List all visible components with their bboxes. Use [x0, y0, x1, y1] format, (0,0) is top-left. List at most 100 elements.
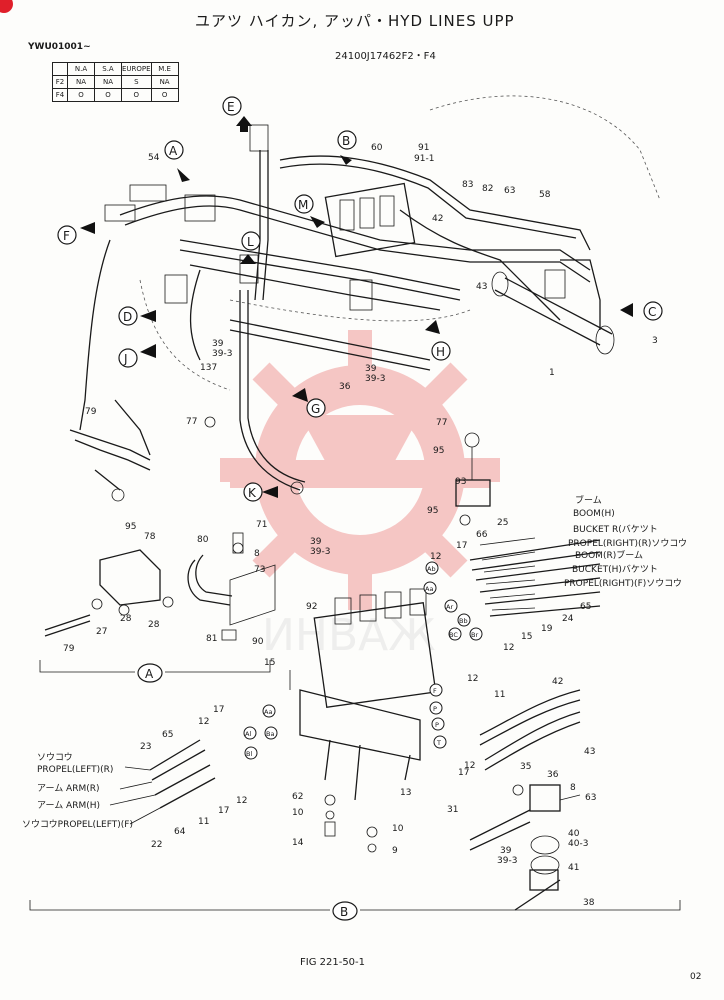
- part-number: 62: [292, 792, 303, 802]
- port-ba: Ba: [264, 726, 278, 740]
- svg-text:P: P: [435, 721, 439, 729]
- callout-label: ソウコウPROPEL(LEFT)(F): [22, 819, 133, 830]
- svg-text:Aa: Aa: [264, 708, 272, 716]
- pilot-hose-assembly: [69, 239, 151, 502]
- view-marker-j: J: [118, 348, 138, 368]
- svg-text:G: G: [311, 402, 320, 416]
- part-number: 36: [547, 770, 559, 780]
- table-header-row: N.A S.A EUROPE M.E: [52, 62, 179, 76]
- part-number: 15: [264, 658, 275, 668]
- part-number: 9: [392, 846, 398, 856]
- part-number: 58: [539, 190, 551, 200]
- part-number: 28: [120, 614, 132, 624]
- detail-a-bracket: [39, 660, 135, 673]
- table-cell: O: [94, 88, 122, 102]
- svg-text:Bb: Bb: [459, 617, 468, 625]
- part-number: 42: [552, 677, 563, 687]
- detail-marker-a: A: [137, 663, 163, 683]
- table-cell: O: [150, 88, 179, 102]
- main-control-valve-92: [289, 588, 437, 801]
- part-number: 17: [458, 768, 469, 778]
- part-number: 91-1: [414, 154, 434, 164]
- part-number: 39-3: [212, 349, 232, 359]
- svg-text:ИНВАЖ: ИНВАЖ: [262, 610, 436, 661]
- part-number: 12: [464, 761, 475, 771]
- port-bb: Bb: [457, 613, 471, 627]
- svg-text:A: A: [169, 144, 178, 158]
- part-number: 60: [371, 143, 383, 153]
- svg-text:L: L: [247, 235, 254, 249]
- part-number: 137: [200, 363, 217, 373]
- svg-text:J: J: [123, 352, 128, 366]
- svg-text:F: F: [63, 229, 70, 243]
- port-bc: BC: [448, 627, 462, 641]
- part-number: 35: [520, 762, 531, 772]
- callout-leaders: [109, 537, 536, 825]
- port-aa-lower: Aa: [262, 704, 276, 718]
- part-number: 24: [562, 614, 574, 624]
- view-marker-k: K: [243, 482, 263, 502]
- part-number: 14: [292, 838, 304, 848]
- part-number: 39-3: [310, 547, 330, 557]
- detail-a-bracket: [165, 660, 271, 673]
- callout-label: アーム ARM(H): [37, 800, 100, 811]
- callouts-left: ソウコウ PROPEL(LEFT)(R) アーム ARM(R) アーム ARM(…: [22, 752, 133, 830]
- view-marker-m: M: [294, 194, 314, 214]
- left-hose-bundle: [149, 739, 216, 809]
- part-number: 95: [433, 446, 444, 456]
- part-number: 82: [482, 184, 493, 194]
- part-number: 77: [436, 418, 447, 428]
- part-number: 15: [521, 632, 532, 642]
- part-number: 11: [198, 817, 209, 827]
- svg-text:Ba: Ba: [266, 730, 274, 738]
- market-applicability-table: N.A S.A EUROPE M.E F2 NA NA S NA F4 O O …: [52, 62, 179, 102]
- part-number: 36: [339, 382, 351, 392]
- part-number: 12: [430, 552, 441, 562]
- detail-a-parts: [44, 532, 276, 641]
- part-number: 39-3: [365, 374, 385, 384]
- view-marker-b: B: [337, 130, 357, 150]
- part-number: 40-3: [568, 839, 588, 849]
- table-cell: O: [67, 88, 95, 102]
- machine-outline: [229, 299, 471, 322]
- view-marker-l: L: [241, 231, 261, 251]
- part-number: 39: [310, 537, 322, 547]
- part-number: 11: [494, 690, 505, 700]
- callout-label: PROPEL(RIGHT)(R)ソウコウ: [568, 538, 687, 549]
- part-number: 1: [549, 368, 555, 378]
- machine-outline: [429, 95, 661, 201]
- callout-label: BUCKET(H)バケツト: [572, 564, 658, 575]
- part-number: 63: [504, 186, 515, 196]
- svg-text:B: B: [342, 134, 350, 148]
- svg-text:E: E: [227, 100, 235, 114]
- part-number: 17: [456, 541, 467, 551]
- part-number: 13: [400, 788, 411, 798]
- part-number: 43: [476, 282, 487, 292]
- callout-label: アーム ARM(R): [37, 783, 100, 794]
- view-marker-f: F: [57, 225, 77, 245]
- svg-text:Al: Al: [245, 730, 251, 738]
- view-marker-e: E: [222, 96, 242, 116]
- part-number: 3: [652, 336, 658, 346]
- svg-text:C: C: [648, 305, 656, 319]
- svg-text:K: K: [248, 486, 257, 500]
- table-row: F4 O O O O: [52, 88, 179, 102]
- port-al: Al: [243, 726, 257, 740]
- part-number: 43: [584, 747, 595, 757]
- svg-text:BC: BC: [449, 631, 458, 639]
- port-ab: Ab: [425, 561, 439, 575]
- part-number: 39-3: [497, 856, 517, 866]
- right-hose-bundle: [469, 539, 601, 771]
- part-number: 42: [432, 214, 443, 224]
- port-br: Br: [469, 627, 483, 641]
- port-f: F: [429, 683, 443, 697]
- part-number: 31: [447, 805, 458, 815]
- view-marker-d: D: [118, 306, 138, 326]
- svg-text:Ar: Ar: [446, 603, 453, 611]
- bolts: [204, 416, 378, 853]
- part-number: 12: [467, 674, 478, 684]
- part-number: 65: [162, 730, 173, 740]
- callout-label: BOOM(H): [573, 509, 615, 519]
